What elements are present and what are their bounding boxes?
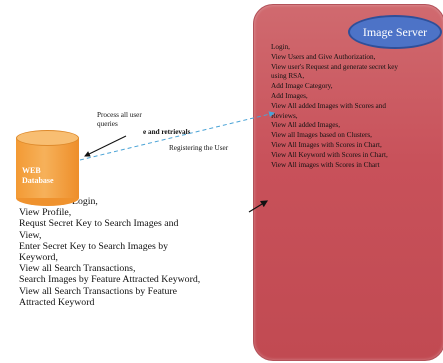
database-label-line1: WEB bbox=[22, 166, 41, 175]
database-to-server-arrow bbox=[79, 111, 275, 161]
server-item-view-added-images: View All added Images, bbox=[271, 121, 341, 130]
server-item-view-keyword-chart: View All Keyword with Scores in Chart, bbox=[271, 150, 388, 159]
server-item-view-scores-reviews-cont: Reviews, bbox=[271, 111, 298, 120]
process-queries-label: Process all user queries bbox=[97, 111, 142, 128]
user-item-view-transactions-feature: View all Search Transactions by Feature bbox=[19, 285, 178, 297]
database-label-line2: Database bbox=[22, 176, 54, 185]
registering-user-label: Registering the User bbox=[169, 144, 229, 152]
server-to-database-arrow bbox=[84, 135, 127, 157]
server-item-login: Login, bbox=[271, 43, 290, 51]
retrievals-label: e and retrievals bbox=[143, 128, 191, 136]
image-server-box bbox=[253, 4, 443, 361]
database-top bbox=[16, 130, 79, 146]
server-item-add-category: Add Image Category, bbox=[271, 82, 333, 91]
image-server-title: Image Server bbox=[362, 24, 428, 39]
server-item-view-images-chart: View All Images with Scores in Chart, bbox=[271, 140, 382, 149]
user-item-view-profile: View Profile, bbox=[19, 207, 72, 219]
user-item-view-transactions: View all Search Transactions, bbox=[19, 263, 136, 275]
user-item-enter-key: Enter Secret Key to Search Images by bbox=[19, 240, 169, 252]
user-item-request-key-cont: View, bbox=[19, 229, 42, 241]
server-item-view-requests-cont: using RSA, bbox=[271, 72, 305, 81]
server-item-view-requests: View user's Request and generate secret … bbox=[271, 62, 398, 71]
user-item-enter-key-cont: Keyword, bbox=[19, 252, 58, 264]
server-item-view-clusters: View all Images based on Clusters, bbox=[271, 131, 372, 140]
server-item-view-images-scores-chart: View All images with Scores in Chart bbox=[271, 160, 380, 169]
user-to-server-arrow bbox=[248, 200, 269, 213]
web-database-cylinder: WEB Database bbox=[16, 130, 79, 206]
web-user-functions: Login, View Profile, Requst Secret Key t… bbox=[19, 196, 254, 308]
database-label: WEB Database bbox=[22, 166, 78, 186]
user-item-view-transactions-feature-cont: Attracted Keyword bbox=[19, 296, 95, 308]
user-item-search-feature: Search Images by Feature Attracted Keywo… bbox=[19, 274, 201, 286]
server-item-view-users: View Users and Give Authorization, bbox=[271, 52, 376, 61]
user-item-request-key: Requst Secret Key to Search Images and bbox=[19, 218, 179, 230]
image-server-functions: Login, View Users and Give Authorization… bbox=[271, 43, 443, 170]
database-body bbox=[16, 138, 79, 198]
user-item-login: Login, bbox=[72, 196, 98, 207]
image-server-ellipse bbox=[348, 15, 442, 49]
server-item-view-scores-reviews: View All added Images with Scores and bbox=[271, 101, 386, 110]
server-item-add-images: Add Images, bbox=[271, 91, 308, 100]
